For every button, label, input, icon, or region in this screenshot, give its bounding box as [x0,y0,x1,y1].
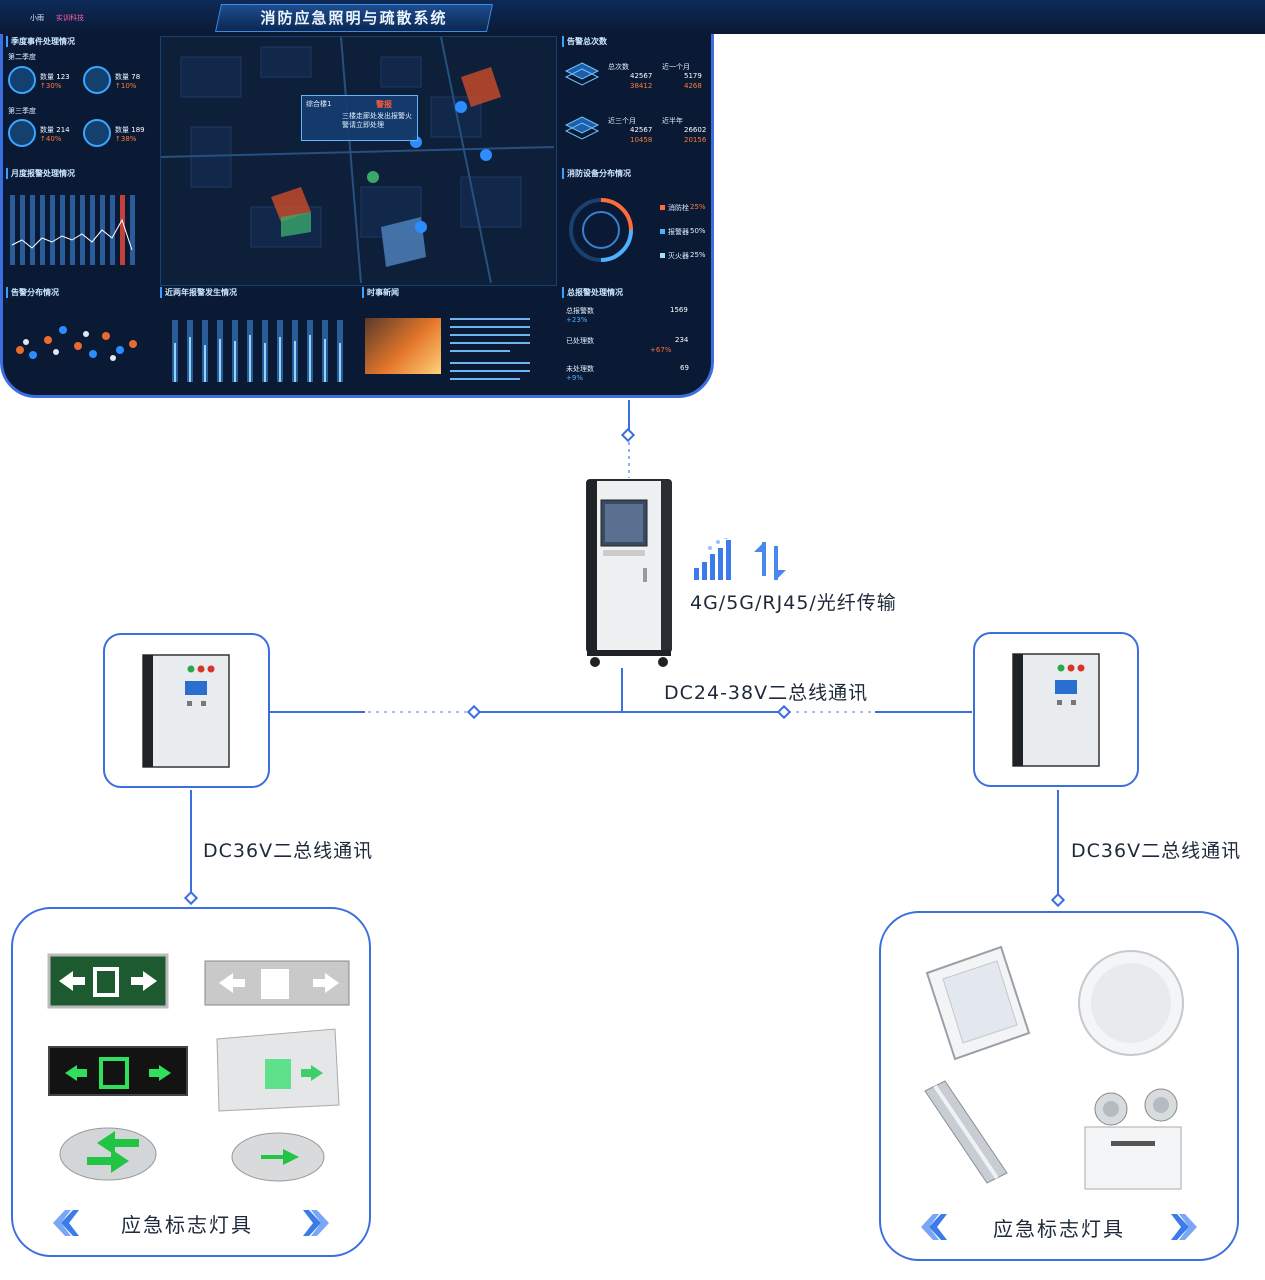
panel-alarm-total-title: 告警总次数 [562,36,607,47]
dashboard-screen: 消防应急照明与疏散系统 小雨 实训科技 季度事件处理情况 第二季度 第三季度 数… [0,0,1265,398]
map-popup-alarm: 警报 [376,100,392,109]
q-item2-change: ↑10% [115,82,137,90]
alarm-item1-name: 总报警数 [566,307,594,315]
panel-quarterly-title: 季度事件处理情况 [6,36,75,47]
panel-news-title: 时事新闻 [362,287,399,298]
alarm-item1-value: 1569 [670,306,688,314]
right-lamp-illustrations [921,945,1197,1240]
alarm-item1-pct: +23% [566,316,588,324]
device-2-pct: 50% [690,227,706,235]
dashboard-titlebar [0,0,1265,34]
total-row1-v1b: 38412 [630,82,653,90]
right-distribution-box-frame [973,632,1139,787]
right-bus-label: DC36V二总线通讯 [1071,840,1242,862]
two-year-chart [172,320,343,382]
left-bus-label: DC36V二总线通讯 [203,840,374,862]
q-item3-value: 214 [56,126,70,134]
q2-label: 第二季度 [8,53,36,61]
total-row1-v1a: 42567 [630,72,653,80]
alarm-total-icons [564,62,600,140]
q-item1-change: ↑30% [40,82,62,90]
monthly-chart [10,195,135,265]
q-item4-value: 189 [131,126,145,134]
total-row2-v2a: 26602 [684,126,707,134]
alarm-item3-pct: +9% [566,374,583,382]
left-lamp-illustrations [47,953,350,1236]
brand-text: 实训科技 [56,14,84,22]
q-item1-value: 123 [56,73,70,81]
device-legend-swatch-1 [660,205,665,210]
alarm-item2-value: 234 [675,336,689,344]
devices-ring-chart [569,198,633,262]
left-distribution-box-frame [103,633,270,788]
total-row2-label1: 近三个月 [608,117,636,125]
device-3-name: 灭火器 [668,252,689,260]
central-host-cabinet [586,479,672,667]
transmission-label: 4G/5G/RJ45/光纤传输 [690,592,897,614]
total-row2-v1a: 42567 [630,126,653,134]
panel-devices-title: 消防设备分布情况 [562,168,631,179]
right-lamp-group: 应急标志灯具 [879,911,1239,1261]
total-row1-v2a: 5179 [684,72,702,80]
device-3-pct: 25% [690,251,706,259]
panel-two-year-title: 近两年报警发生情况 [160,287,237,298]
alarm-item3-value: 69 [680,364,689,372]
device-1-name: 消防栓 [668,204,689,212]
q-item4-label: 数量 [115,126,129,134]
left-distribution-box [142,654,230,768]
signal-icon [694,538,786,580]
news-image [365,318,441,374]
total-row1-label1: 总次数 [608,63,629,71]
q-item3-change: ↑40% [40,135,62,143]
alarm-item2-name: 已处理数 [566,337,594,345]
device-2-name: 报警器 [668,228,689,236]
q-item2-label: 数量 [115,73,129,81]
left-group-caption: 应急标志灯具 [121,1213,253,1237]
panel-alarm-dist-title: 告警分布情况 [6,287,59,298]
total-row2-v2b: 20156 [684,136,707,144]
total-row1-v2b: 4268 [684,82,702,90]
panel-total-alarm-title: 总报警处理情况 [562,287,623,298]
map-popup-title: 综合楼1 [306,100,332,108]
alarm-item3-name: 未处理数 [566,365,594,373]
right-group-caption: 应急标志灯具 [993,1217,1125,1241]
quarterly-gauges [8,66,111,147]
q-item4-change: ↑38% [115,135,137,143]
total-row2-v1b: 10458 [630,136,653,144]
q3-label: 第三季度 [8,107,36,115]
weather-text: 小雨 [30,14,44,22]
total-row1-label2: 近一个月 [662,63,690,71]
map-panel: 综合楼1 警报 三楼走廊处发出报警火警请立即处理 [160,36,557,286]
q-item1-label: 数量 [40,73,54,81]
device-legend-swatch-2 [660,229,665,234]
q-item2-value: 78 [131,73,141,81]
map-popup: 综合楼1 警报 三楼走廊处发出报警火警请立即处理 [301,95,418,141]
device-1-pct: 25% [690,203,706,211]
news-text-lines [450,318,530,380]
panel-monthly-title: 月度报警处理情况 [6,168,75,179]
total-row2-label2: 近半年 [662,117,683,125]
alarm-item2-pct: +67% [650,346,672,354]
device-legend-swatch-3 [660,253,665,258]
right-distribution-box [1012,653,1100,767]
left-lamp-group: 应急标志灯具 [11,907,371,1257]
map-streets [160,36,555,284]
alarm-dist-chart [16,326,137,361]
map-popup-text: 三楼走廊处发出报警火警请立即处理 [342,112,412,129]
q-item3-label: 数量 [40,126,54,134]
main-bus-label: DC24-38V二总线通讯 [664,682,869,704]
